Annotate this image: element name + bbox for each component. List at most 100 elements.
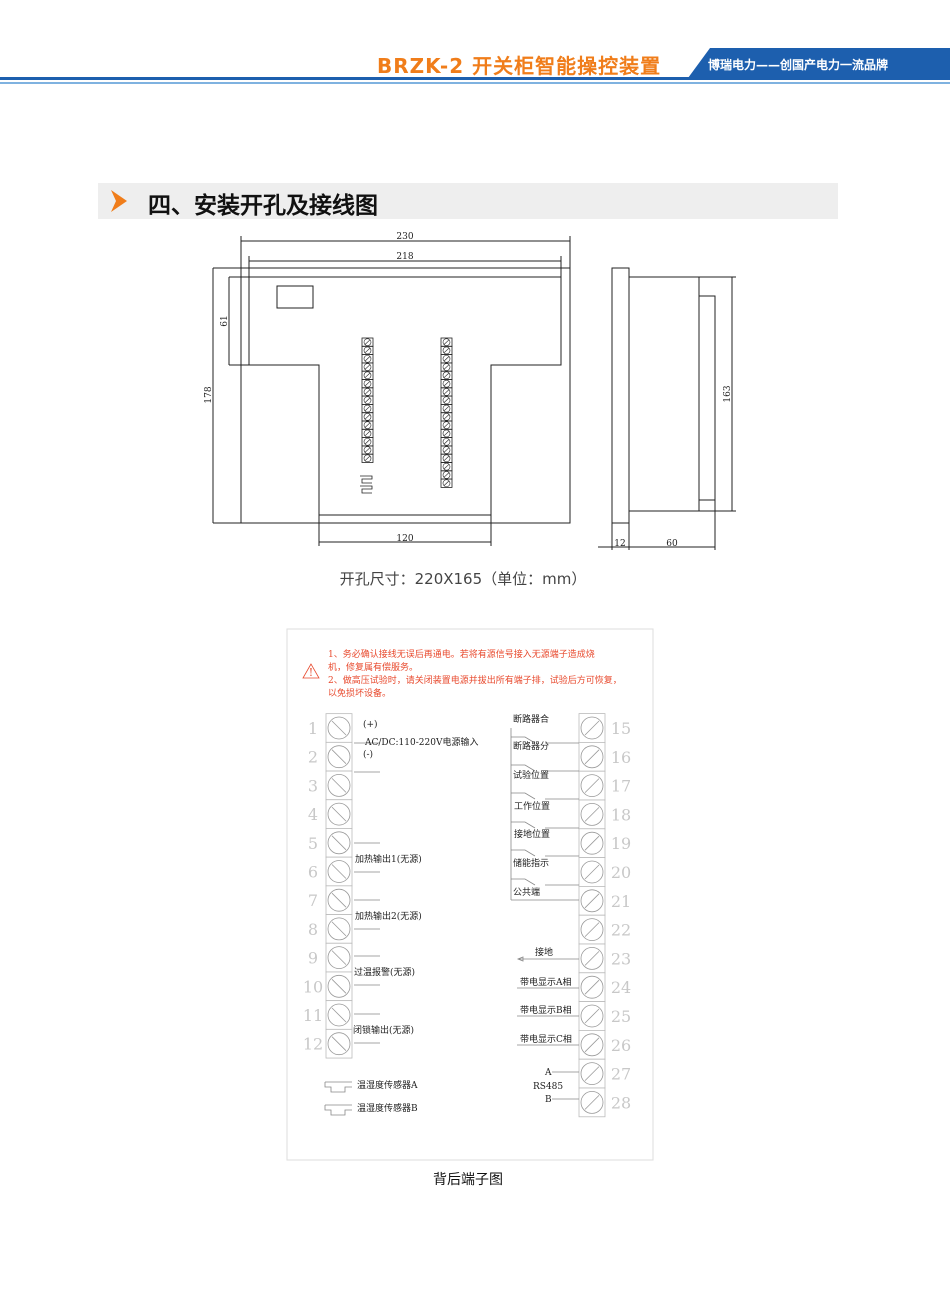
strip-cell [440, 337, 453, 347]
cutout-size-caption: 开孔尺寸：220X165（单位：mm） [339, 570, 587, 588]
terminal-number: 16 [611, 748, 631, 767]
terminal-number: 6 [308, 863, 318, 882]
strip-cell [440, 412, 453, 422]
terminal: 9 [308, 942, 353, 973]
label-heat-output-2: 加热输出2(无源) [355, 910, 422, 922]
terminal-strips [361, 337, 453, 488]
dim-12: 12 [614, 539, 625, 549]
header-divider-light [0, 82, 950, 84]
strip-cell [440, 395, 453, 405]
terminal: 19 [578, 828, 631, 858]
label-lock-output: 闭锁输出(无源) [353, 1024, 414, 1036]
strip-cell [361, 354, 374, 364]
terminal: 10 [303, 971, 353, 1002]
side-front-plate [611, 267, 630, 524]
dim-178: 178 [204, 386, 214, 403]
strip-cell [361, 370, 374, 380]
terminal: 11 [303, 1000, 353, 1030]
strip-cell [440, 420, 453, 430]
warning-icon: ! [302, 663, 320, 679]
document-header-title: BRZK-2 开关柜智能操控装置 [377, 54, 662, 78]
terminal: 7 [308, 885, 353, 915]
strip-cell [361, 420, 374, 430]
terminal: 28 [578, 1087, 631, 1118]
label-rs485-a: A [544, 1068, 552, 1078]
sensor-a-connector [324, 1081, 352, 1093]
terminal-number: 8 [308, 920, 318, 939]
strip-cell [440, 345, 453, 355]
terminal-number: 5 [308, 834, 318, 853]
terminal: 18 [578, 799, 631, 830]
terminal: 12 [303, 1028, 353, 1059]
strip-cell [361, 337, 374, 347]
strip-cell [440, 362, 453, 372]
strip-cell [361, 345, 374, 355]
terminal: 20 [578, 857, 631, 887]
label-overtemp-alarm: 过温报警(无源) [354, 966, 415, 978]
strip-cell [361, 412, 374, 422]
strip-cell [440, 370, 453, 380]
strip-cell [361, 453, 374, 463]
strip-cell [440, 478, 453, 488]
strip-cell [361, 437, 374, 447]
label-energy-storage: 储能指示 [513, 857, 549, 869]
terminal-number: 11 [303, 1006, 323, 1025]
terminal: 3 [308, 770, 353, 801]
label-rs485-b: B [545, 1095, 552, 1105]
section-heading-bar [98, 183, 838, 219]
terminal: 25 [578, 1001, 631, 1031]
panel-outline [240, 267, 571, 524]
strip-cell [440, 437, 453, 447]
terminal: 24 [578, 972, 631, 1002]
dim-163: 163 [723, 385, 733, 402]
terminal-number: 4 [308, 805, 318, 824]
strip-cell [440, 379, 453, 389]
label-power-input: AC/DC:110-220V电源输入 [364, 736, 478, 748]
terminal-number: 17 [611, 777, 631, 796]
strip-cell [440, 445, 453, 455]
warning-line: 2、做高压试验时，请关闭装置电源并拔出所有端子排，试验后方可恢复， [328, 674, 622, 686]
label-sensor-b: 温湿度传感器B [357, 1102, 418, 1114]
terminal: 16 [578, 742, 631, 772]
strip-cell [440, 462, 453, 472]
label-ground: 接地 [535, 946, 553, 958]
side-body [628, 276, 700, 512]
terminal-number: 23 [611, 949, 631, 968]
label-test-position: 试验位置 [513, 769, 549, 781]
terminal-number: 3 [308, 776, 318, 795]
warning-line: 1、务必确认接线无误后再通电。若将有源信号接入无源端子造成烧 [328, 648, 595, 660]
label-live-a: 带电显示A相 [520, 976, 572, 988]
dim-218: 218 [396, 252, 413, 262]
label-live-c: 带电显示C相 [520, 1033, 572, 1045]
terminal-number: 2 [308, 748, 318, 767]
dim-60: 60 [666, 539, 678, 549]
strip-cell [361, 395, 374, 405]
dim-120: 120 [396, 534, 413, 544]
terminal-number: 10 [303, 977, 323, 996]
terminal: 27 [578, 1058, 631, 1089]
label-heat-output-1: 加热输出1(无源) [355, 853, 422, 865]
dim-230: 230 [396, 232, 413, 242]
strip-cell [361, 428, 374, 438]
terminal: 8 [308, 914, 353, 944]
sensor-b-connector [324, 1104, 352, 1116]
cutout-outline [229, 276, 562, 523]
label-ground-position: 接地位置 [514, 828, 550, 840]
strip-cell [361, 445, 374, 455]
strip-cell [440, 470, 453, 480]
warning-line: 以免损坏设备。 [328, 687, 391, 699]
terminal-number: 15 [611, 719, 631, 738]
strip-cell [361, 403, 374, 414]
terminal-number: 9 [308, 949, 318, 968]
strip-cell [361, 387, 374, 397]
terminal-number: 28 [611, 1093, 631, 1112]
strip-cell [440, 354, 453, 364]
terminal: 2 [308, 741, 353, 772]
strip-cell [440, 428, 453, 438]
label-minus: (-) [363, 749, 373, 760]
wiring-frame [286, 628, 654, 1161]
strip-cell [361, 379, 374, 389]
terminal-number: 21 [611, 892, 631, 911]
label-breaker-open: 断路器分 [513, 740, 549, 752]
terminal-number: 25 [611, 1007, 631, 1026]
